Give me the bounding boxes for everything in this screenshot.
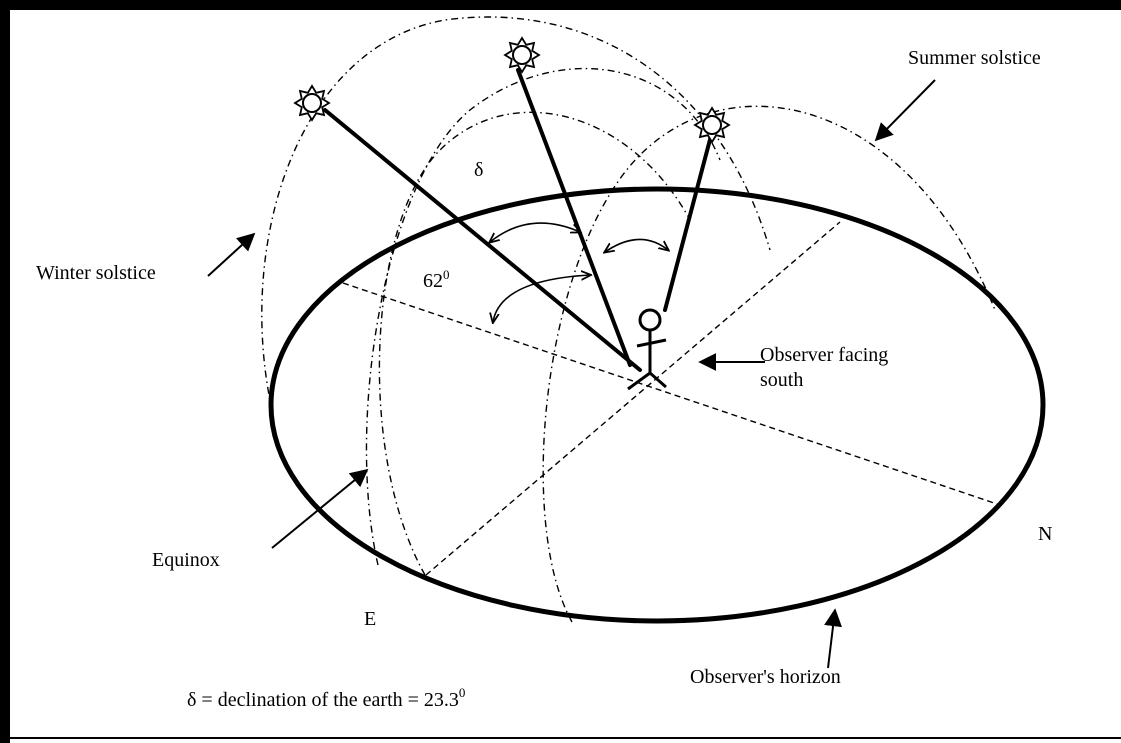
winter-sun-ray xyxy=(323,108,642,372)
angle-unit: 0 xyxy=(443,267,450,282)
delta-angle-arrow-2 xyxy=(605,238,668,252)
winter-solstice-pointer xyxy=(207,232,256,277)
footnote-sup: 0 xyxy=(459,685,466,700)
winter-solstice-label: Winter solstice xyxy=(36,262,156,284)
stick-figure-icon xyxy=(627,308,667,391)
footnote-main: δ = declination of the earth = 23.3 xyxy=(187,689,459,711)
equinox-label: Equinox xyxy=(152,549,220,571)
bottom-rule xyxy=(0,737,1121,739)
east-west-axis xyxy=(425,221,841,576)
equinox-path xyxy=(378,111,691,576)
sun-icon xyxy=(503,36,541,74)
summer-solstice-label: Summer solstice xyxy=(908,47,1041,69)
sun-icon xyxy=(293,84,331,122)
altitude-angle-arrow xyxy=(493,275,590,322)
summer-solstice-pointer xyxy=(874,79,936,142)
observer-label-line2: south xyxy=(760,369,803,391)
declination-footnote: δ = declination of the earth = 23.30 xyxy=(187,685,465,711)
angle-label: 620 xyxy=(423,267,450,292)
delta-symbol-label: δ xyxy=(474,159,483,181)
observers-horizon-label: Observer's horizon xyxy=(690,666,841,688)
inner-meridian-path xyxy=(365,67,721,566)
equinox-pointer xyxy=(271,468,369,549)
delta-angle-arrow-1 xyxy=(490,222,580,242)
observer-label-line1: Observer facing xyxy=(760,344,888,366)
north-south-axis xyxy=(342,282,1001,506)
summer-sun-ray xyxy=(663,130,714,312)
equinox-sun-ray xyxy=(516,68,632,367)
angle-value: 62 xyxy=(423,270,443,292)
observer-horizon-ellipse xyxy=(268,186,1046,624)
horizon-pointer xyxy=(824,608,842,669)
north-label: N xyxy=(1038,523,1052,545)
sun-icon xyxy=(693,106,731,144)
winter-solstice-path xyxy=(261,16,771,411)
east-label: E xyxy=(364,608,376,630)
